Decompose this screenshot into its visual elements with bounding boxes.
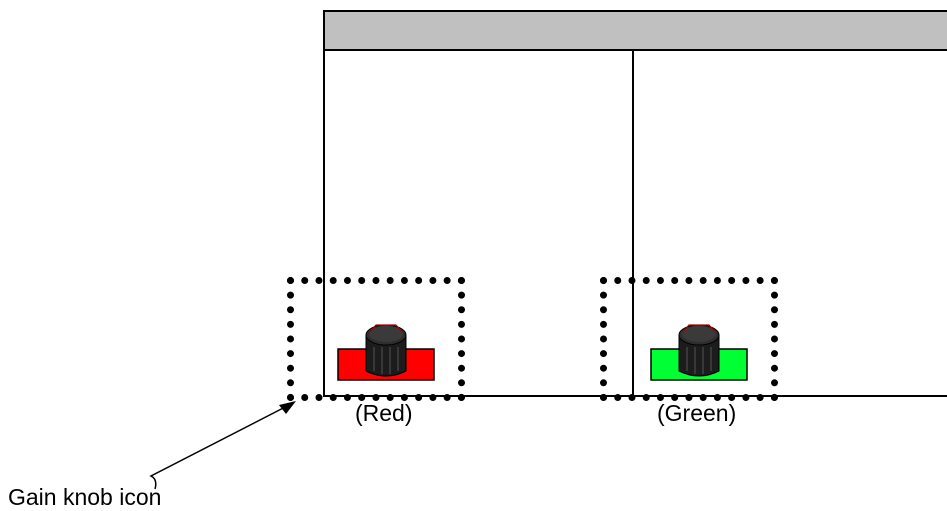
annotation-label: Gain knob icon — [8, 484, 162, 510]
callout-box-green — [600, 277, 778, 401]
gain-knob-red-icon[interactable] — [337, 319, 435, 383]
channel-label-green: (Green) — [657, 400, 737, 426]
channel-divider — [632, 49, 634, 395]
channel-label-red: (Red) — [355, 400, 413, 426]
mixer-panel — [323, 10, 947, 397]
callout-box-red — [287, 277, 465, 401]
gain-knob-green-icon[interactable] — [650, 319, 748, 383]
panel-title-bar — [325, 12, 947, 51]
